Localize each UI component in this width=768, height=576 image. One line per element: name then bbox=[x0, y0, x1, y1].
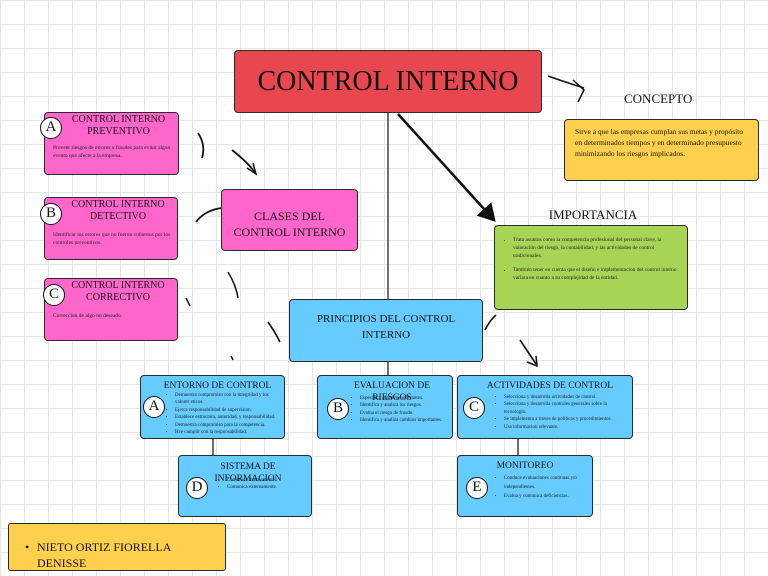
correctivo-desc: Correccion de algo no deseado. bbox=[53, 313, 123, 319]
evaluacion-item: Especifica objetivos relevantes. bbox=[360, 395, 446, 402]
actividades-box[interactable]: ACTIVIDADES DE CONTROL Selecciona y desa… bbox=[457, 375, 633, 439]
monitoreo-item: Evalua y comunica deficiencias. bbox=[504, 492, 586, 501]
detectivo-link bbox=[195, 207, 223, 223]
actividades-arrow bbox=[519, 339, 537, 365]
monitoreo-item: Conduce evaluaciones continuas y/o indep… bbox=[504, 474, 586, 492]
sistema-item: Comunica externamente. bbox=[227, 484, 305, 491]
detectivo-badge: B bbox=[40, 203, 62, 225]
evaluacion-item: Evalua el riesgo de fraude. bbox=[360, 410, 446, 417]
entorno-box[interactable]: ENTORNO DE CONTROL Demuestra compromiso … bbox=[140, 375, 285, 439]
sistema-badge: D bbox=[186, 477, 208, 499]
principios-arrow-right bbox=[484, 314, 497, 331]
importancia-label: IMPORTANCIA bbox=[548, 207, 638, 222]
author-text: NIETO ORTIZ FIORELLA DENISSE bbox=[37, 540, 171, 570]
preventivo-link bbox=[197, 132, 205, 159]
importancia-item: Trata asuntos como la competencia profes… bbox=[513, 236, 681, 260]
actividades-item: Selecciona y desarrolla actividades de c… bbox=[504, 394, 626, 401]
preventivo-badge: A bbox=[40, 117, 62, 139]
sistema-title: SISTEMA DE INFORMACION bbox=[214, 462, 282, 484]
entorno-item: Demuestra compromiso para la competencia… bbox=[175, 422, 278, 429]
evaluacion-title: EVALUACION DE RIESGOS bbox=[353, 381, 431, 403]
correctivo-box[interactable]: CONTROL INTERNO CORRECTIVO Correccion de… bbox=[44, 278, 178, 341]
preventivo-box[interactable]: CONTROL INTERNO PREVENTIVO Proveer riesg… bbox=[44, 112, 179, 175]
preventivo-title: CONTROL INTERNO PREVENTIVO bbox=[71, 114, 166, 137]
correctivo-title: CONTROL INTERNO CORRECTIVO bbox=[71, 280, 165, 303]
sistema-item: Comunica internamente. bbox=[227, 477, 305, 484]
evaluacion-item: Identifica y analiza cambios importantes… bbox=[360, 417, 446, 424]
preventivo-desc: Proveer riesgos de errores o fraudes par… bbox=[53, 145, 171, 159]
principios-arrow-left bbox=[267, 321, 281, 343]
actividades-list: Selecciona y desarrolla actividades de c… bbox=[492, 394, 626, 431]
monitoreo-list: Conduce evaluaciones continuas y/o indep… bbox=[492, 474, 586, 501]
detectivo-title: CONTROL INTERNO DETECTIVO bbox=[71, 199, 165, 222]
monitoreo-badge: E bbox=[466, 477, 488, 499]
actividades-title: ACTIVIDADES DE CONTROL bbox=[486, 381, 614, 391]
actividades-item: Se implementa a traves de politicas y pr… bbox=[504, 416, 626, 423]
concepto-arrowhead bbox=[572, 79, 585, 103]
actividades-item: Usa informacion relevante. bbox=[504, 424, 626, 431]
evaluacion-badge: B bbox=[327, 398, 349, 420]
author-name: • NIETO ORTIZ FIORELLA DENISSE bbox=[25, 539, 215, 571]
actividades-item: Selecciona y desarrolla controles genera… bbox=[504, 401, 626, 416]
evaluacion-box[interactable]: EVALUACION DE RIESGOS Especifica objetiv… bbox=[317, 375, 453, 439]
entorno-title: ENTORNO DE CONTROL bbox=[163, 381, 272, 391]
actividades-arrowhead bbox=[526, 355, 538, 368]
title-to-concepto-arrow bbox=[547, 75, 585, 89]
principios-box[interactable]: PRINCIPIOS DEL CONTROL INTERNO bbox=[289, 299, 483, 362]
concepto-box[interactable]: Sirve a que las empresas cumplan sus met… bbox=[564, 119, 759, 181]
tick-1 bbox=[185, 297, 191, 307]
correctivo-badge: C bbox=[43, 284, 65, 306]
evaluacion-list: Especifica objetivos relevantes. Identif… bbox=[348, 395, 446, 425]
clases-arrowhead bbox=[246, 162, 258, 176]
main-title: CONTROL INTERNO bbox=[257, 65, 519, 97]
importancia-list: Trata asuntos como la competencia profes… bbox=[501, 236, 681, 282]
entorno-list: Demuestra compromiso con la integridad y… bbox=[163, 392, 278, 436]
tick-2 bbox=[230, 355, 234, 361]
entorno-item: Demuestra compromiso con la integridad y… bbox=[175, 392, 278, 407]
author-box[interactable]: • NIETO ORTIZ FIORELLA DENISSE bbox=[8, 523, 226, 571]
entorno-badge: A bbox=[143, 396, 165, 418]
evaluacion-item: Identifica y analiza los riesgos. bbox=[360, 402, 446, 409]
sistema-list: Comunica internamente. Comunica externam… bbox=[215, 477, 305, 492]
entorno-item: Establece estructura, autoridad, y respo… bbox=[175, 414, 278, 421]
monitoreo-title: MONITOREO bbox=[496, 461, 554, 471]
actividades-badge: C bbox=[463, 397, 485, 419]
concepto-label: CONCEPTO bbox=[624, 91, 693, 106]
clases-arrow bbox=[231, 149, 256, 173]
title-to-importancia-arrow bbox=[397, 113, 496, 222]
detectivo-box[interactable]: CONTROL INTERNO DETECTIVO Identificar lo… bbox=[44, 197, 178, 260]
clases-title: CLASES DEL CONTROL INTERNO bbox=[233, 209, 346, 239]
detectivo-desc: Identificar los errores que no fueron cu… bbox=[53, 232, 171, 246]
main-title-box[interactable]: CONTROL INTERNO bbox=[234, 50, 542, 113]
importancia-box[interactable]: Trata asuntos como la competencia profes… bbox=[494, 225, 688, 310]
correctivo-link bbox=[227, 271, 239, 299]
entorno-item: Hce cumplir con la responsabilidad. bbox=[175, 429, 278, 436]
importancia-item: También tener en cuenta que el diseño e … bbox=[513, 266, 681, 282]
entorno-item: Ejerce responsabilidad de supervision. bbox=[175, 407, 278, 414]
concepto-text: Sirve a que las empresas cumplan sus met… bbox=[575, 127, 744, 158]
clases-box[interactable]: CLASES DEL CONTROL INTERNO bbox=[221, 189, 358, 251]
bullet-icon: • bbox=[25, 540, 30, 554]
principios-title: PRINCIPIOS DEL CONTROL INTERNO bbox=[316, 313, 456, 341]
